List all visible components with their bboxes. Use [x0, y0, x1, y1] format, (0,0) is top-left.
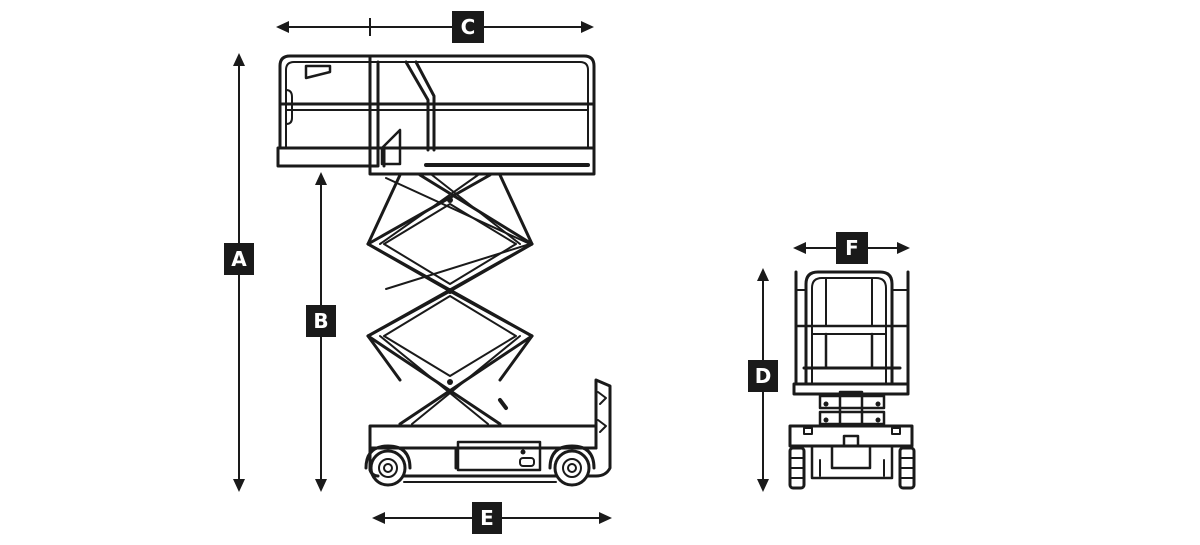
- front-wheel-left: [788, 446, 806, 490]
- front-platform-rail: [794, 270, 910, 386]
- dimension-a-label: A: [231, 247, 247, 271]
- dimension-b-label: B: [313, 309, 328, 333]
- dimension-d-badge: [748, 360, 778, 392]
- front-chassis: [788, 424, 914, 480]
- dimension-c-badge: [452, 11, 484, 43]
- dimension-d-label: D: [755, 364, 772, 388]
- wheel-left: [364, 444, 412, 487]
- dimension-b-badge: [306, 305, 336, 337]
- scissor-arms: [366, 173, 534, 426]
- dimension-c: C: [276, 11, 594, 43]
- platform-deck: [276, 128, 596, 176]
- dimension-b: B: [306, 172, 336, 492]
- dimension-e: E: [372, 502, 612, 534]
- wheel-right: [548, 444, 596, 487]
- dimension-c-label: C: [461, 15, 476, 39]
- dimension-e-badge: [472, 502, 502, 534]
- dimension-f: F: [793, 232, 910, 264]
- dimension-a: A: [224, 53, 254, 492]
- front-scissor-stack: [818, 390, 886, 428]
- dimension-d: D: [748, 268, 778, 492]
- dimension-a-badge: [224, 243, 254, 275]
- front-view: [788, 270, 916, 490]
- front-wheel-right: [898, 446, 916, 490]
- dimension-f-label: F: [845, 236, 859, 260]
- dimension-e-label: E: [480, 506, 494, 530]
- dimension-f-badge: [836, 232, 868, 264]
- front-platform-deck: [792, 382, 910, 396]
- side-view: [276, 54, 612, 487]
- platform-rail: [278, 54, 596, 152]
